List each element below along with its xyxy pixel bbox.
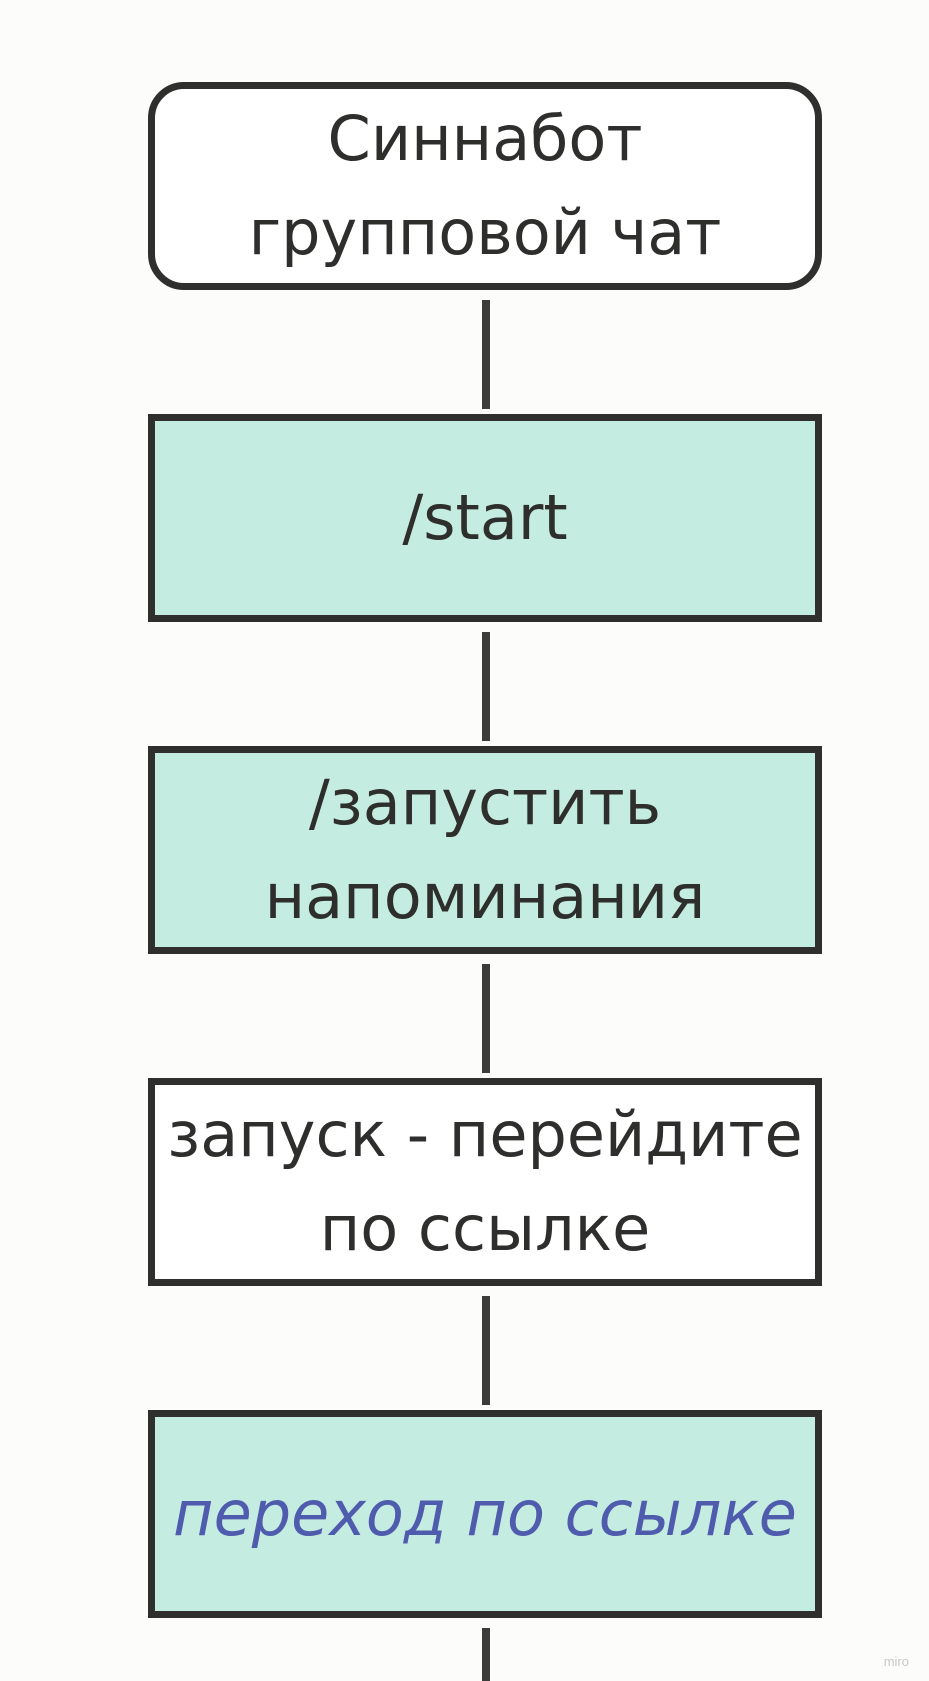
flow-node-follow-link-label[interactable]: переход по ссылке	[173, 1477, 797, 1550]
flow-node-reminders-command-label: /запустить напоминания	[264, 766, 706, 933]
flow-node-launch-message-label: запуск - перейдите по ссылке	[167, 1098, 803, 1265]
flow-node-reminders-command[interactable]: /запустить напоминания	[148, 746, 822, 954]
connector-5	[482, 1628, 490, 1681]
miro-watermark: miro	[883, 1654, 909, 1669]
connector-2	[482, 632, 490, 741]
flow-node-start-label: Синнабот групповой чат	[248, 102, 722, 269]
flow-node-start-command-label: /start	[402, 481, 568, 554]
connector-4	[482, 1296, 490, 1405]
flow-node-start[interactable]: Синнабот групповой чат	[148, 82, 822, 290]
flow-node-launch-message[interactable]: запуск - перейдите по ссылке	[148, 1078, 822, 1286]
flow-node-start-command[interactable]: /start	[148, 414, 822, 622]
connector-3	[482, 964, 490, 1073]
flow-node-follow-link[interactable]: переход по ссылке	[148, 1410, 822, 1618]
connector-1	[482, 300, 490, 409]
